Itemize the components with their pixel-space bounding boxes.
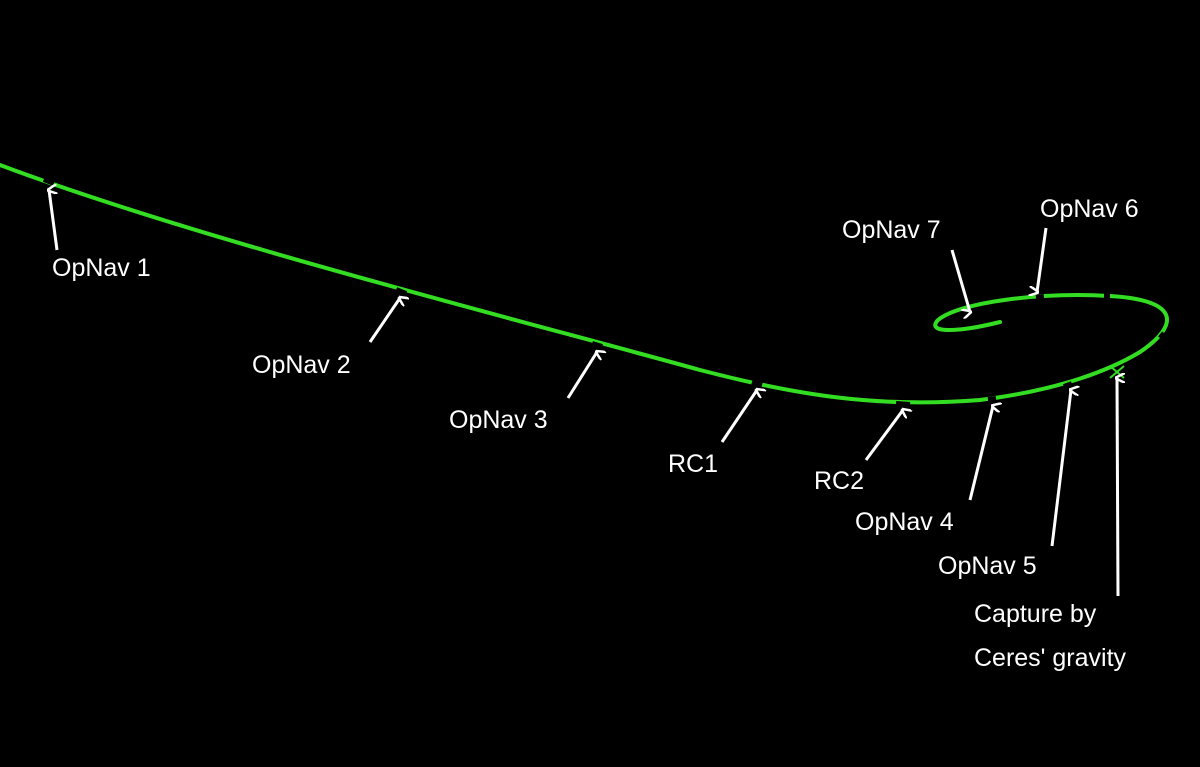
label-opnav3: OpNav 3 xyxy=(449,406,548,434)
arrow-opnav5 xyxy=(1050,390,1071,547)
arrow-opnav7 xyxy=(950,249,970,312)
marker-opnav2 xyxy=(394,287,408,297)
label-capture-line2: Ceres' gravity xyxy=(974,644,1127,672)
label-capture-line1: Capture by xyxy=(974,600,1097,628)
observation-markers xyxy=(42,176,1173,408)
arrow-rc1 xyxy=(720,390,757,443)
label-opnav6: OpNav 6 xyxy=(1040,195,1139,223)
arrow-opnav4 xyxy=(968,406,993,501)
marker-rc1 xyxy=(751,379,763,388)
arrow-opnav2 xyxy=(368,298,400,343)
marker-opnav3 xyxy=(591,341,603,350)
arrow-rc2 xyxy=(864,410,903,461)
capture-orbit-loop xyxy=(933,293,1169,354)
label-opnav2: OpNav 2 xyxy=(252,351,351,379)
label-opnav4: OpNav 4 xyxy=(855,508,954,536)
marker-opnav5 xyxy=(1062,381,1074,390)
label-opnav1: OpNav 1 xyxy=(52,254,151,282)
capture-point-marker xyxy=(1109,365,1125,379)
arrow-opnav3 xyxy=(566,352,597,399)
marker-opnav7 xyxy=(967,316,977,323)
marker-opnav4 xyxy=(987,396,997,403)
marker-opnav1 xyxy=(42,176,56,186)
label-rc2: RC2 xyxy=(814,467,864,495)
annotation-arrows xyxy=(49,190,1118,597)
marker-loop-gap-b xyxy=(1158,331,1166,340)
label-rc1: RC1 xyxy=(668,450,718,478)
marker-rc2 xyxy=(895,401,911,408)
annotation-labels: OpNav 1 OpNav 2 OpNav 3 RC1 RC2 OpNav 4 … xyxy=(52,195,1139,672)
label-opnav5: OpNav 5 xyxy=(938,552,1037,580)
arrow-capture xyxy=(1117,378,1118,597)
arrow-opnav6 xyxy=(1037,227,1048,292)
arrow-opnav1 xyxy=(49,190,59,251)
approach-trajectory xyxy=(0,163,1142,405)
label-opnav7: OpNav 7 xyxy=(842,216,941,244)
marker-opnav6 xyxy=(1035,294,1045,301)
